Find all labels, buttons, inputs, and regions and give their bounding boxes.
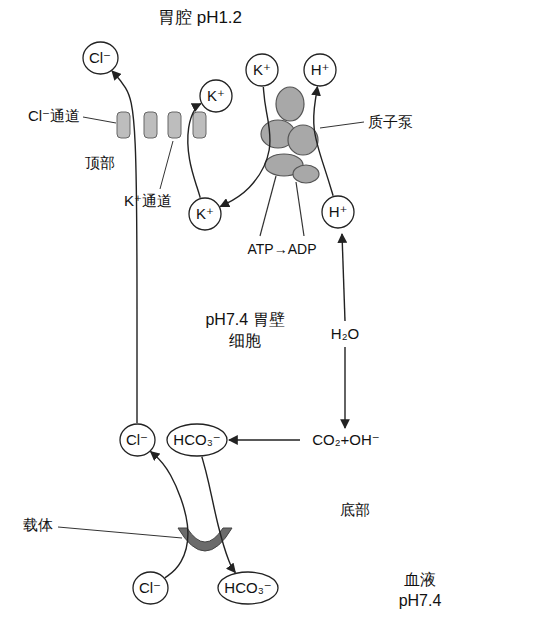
text-label: H₂O	[331, 324, 359, 344]
k-channel	[193, 112, 206, 138]
vessel-lumen	[30, 556, 550, 620]
text-label: K⁺通道	[124, 191, 172, 211]
ion-ring	[133, 572, 168, 604]
vessel-wall	[20, 552, 550, 624]
text-label: Cl⁻通道	[28, 106, 80, 126]
ion-label: Cl⁻	[139, 579, 161, 597]
ion-label: Cl⁻	[89, 49, 111, 67]
ion-ring	[167, 424, 227, 456]
reaction-arrow	[229, 439, 300, 440]
reaction-line	[260, 176, 276, 236]
reaction-arrow	[342, 234, 345, 321]
text-label: CO₂+OH⁻	[312, 430, 380, 450]
text-label: 质子泵	[368, 112, 413, 132]
ion-label: H⁺	[329, 203, 348, 221]
text-label: 载体	[23, 515, 53, 535]
text-label: ATP→ADP	[248, 240, 317, 258]
ion-label: HCO₃⁻	[224, 579, 271, 597]
vessel-opening	[21, 568, 39, 616]
ion-ring	[322, 196, 354, 228]
k-channel	[168, 112, 181, 138]
leader-line	[58, 527, 182, 538]
cl-channel	[144, 112, 157, 138]
transport-arrow	[112, 71, 137, 423]
text-label: 质子泵	[368, 112, 413, 132]
ion-circle: K⁺	[199, 79, 233, 113]
ion-ring	[246, 54, 278, 86]
leader-line	[160, 141, 173, 189]
ion-circle: Cl⁻	[119, 423, 156, 457]
blood-vessel: Cl⁻ HCO₃⁻ 血液 pH7.4	[20, 552, 550, 624]
ion-circle: Cl⁻	[132, 571, 169, 605]
ion-label: K⁺	[253, 61, 271, 79]
ion-ring	[218, 572, 278, 604]
ion-circle: H⁺	[321, 195, 355, 229]
vessel-wall-line	[30, 556, 550, 568]
pump-part	[276, 87, 304, 121]
ion-circle: Cl⁻	[82, 41, 119, 75]
ion-circle: K⁺	[245, 53, 279, 87]
reaction-line	[296, 182, 304, 236]
ion-ring	[120, 424, 155, 456]
text-label: 底部	[340, 500, 370, 520]
region-label: pH7.4 胃壁细胞	[203, 310, 287, 352]
text-block: pH7.4 胃壁细胞	[203, 310, 287, 352]
ion-circle: H⁺	[303, 53, 337, 87]
membrane-line	[73, 126, 519, 539]
ion-label: K⁺	[207, 87, 225, 105]
reaction-arrow	[344, 347, 345, 428]
ion-ring	[189, 198, 221, 230]
text-label: 胃腔 pH1.2	[158, 7, 242, 29]
cell-membrane	[72, 125, 520, 540]
transport-arrow	[188, 104, 201, 198]
leader-line	[83, 117, 116, 123]
transport-arrow	[202, 457, 235, 573]
text-block: 血液 pH7.4	[394, 570, 446, 612]
ion-label: K⁺	[196, 205, 214, 223]
ion-label: HCO₃⁻	[173, 431, 220, 449]
pump-part	[288, 125, 318, 155]
ion-label: Cl⁻	[126, 431, 148, 449]
leader-line	[320, 122, 364, 128]
ion-ring	[83, 42, 118, 74]
transport-arrow	[314, 87, 333, 196]
ion-label: H⁺	[311, 61, 330, 79]
text-label: CO₂+OH⁻	[312, 430, 380, 450]
text-label: H₂O	[331, 324, 359, 344]
cl-channel	[117, 112, 130, 138]
text-label: 顶部	[85, 153, 115, 173]
text-label: Cl⁻通道	[28, 106, 80, 126]
text-label: K⁺通道	[124, 191, 172, 211]
text-label: 底部	[340, 500, 370, 520]
ion-circle: K⁺	[188, 197, 222, 231]
ion-ring	[200, 80, 232, 112]
ion-ring	[304, 54, 336, 86]
region-label: 血液 pH7.4	[394, 570, 446, 612]
ion-circle: HCO₃⁻	[166, 423, 228, 457]
text-label: 顶部	[85, 153, 115, 173]
text-label: ATP→ADP	[248, 240, 317, 258]
text-label: 载体	[23, 515, 53, 535]
ion-circle: HCO₃⁻	[217, 571, 279, 605]
pump-part	[293, 165, 319, 183]
vessel-wall-line	[30, 616, 550, 620]
cell-outline: K⁺ H⁺ Cl⁻ HCO₃⁻ pH7.4 胃壁细胞	[72, 125, 520, 540]
text-label: 胃腔 pH1.2	[158, 7, 242, 29]
transport-arrow	[151, 452, 188, 578]
